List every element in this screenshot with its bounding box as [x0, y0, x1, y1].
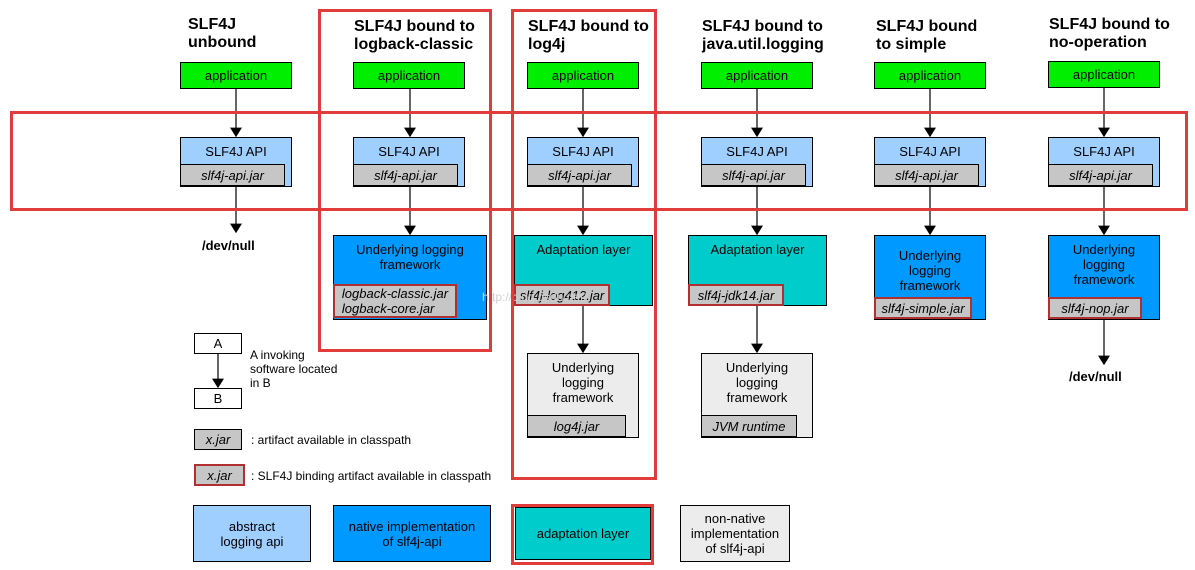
legend-native-impl: native implementation of slf4j-api	[333, 505, 491, 562]
legend-node-a: A	[194, 333, 242, 354]
legend-binding-text: : SLF4J binding artifact available in cl…	[251, 469, 492, 483]
slf4j-api-label: SLF4J API	[378, 144, 440, 159]
slf4j-api-label: SLF4J API	[552, 144, 614, 159]
underlying-logging-framework-label: Underlying logging framework	[1072, 242, 1136, 287]
legend-abstract-api: abstract logging api	[193, 505, 311, 562]
adaptation-layer-label: Adaptation layer	[536, 242, 631, 257]
slf4j-log412-jar-binding: slf4j-log412.jar	[514, 284, 610, 306]
column-title-nop: SLF4J bound to no-operation	[1049, 16, 1170, 51]
legend-non-native-impl: non-native implementation of slf4j-api	[680, 505, 790, 562]
highlight-frame-log4j-column	[511, 9, 657, 480]
slf4j-api-label: SLF4J API	[726, 144, 788, 159]
column-title-jul: SLF4J bound to java.util.logging	[702, 18, 824, 53]
legend-artifact-jar: x.jar	[194, 429, 242, 450]
logback-jar-binding: logback-classic.jar logback-core.jar	[333, 284, 457, 318]
highlight-frame-api-row	[10, 111, 1188, 211]
adaptation-layer-label: Adaptation layer	[710, 242, 805, 257]
slf4j-api-jar-5: slf4j-api.jar	[874, 164, 979, 186]
legend-artifact-text: : artifact available in classpath	[251, 433, 412, 447]
slf4j-jdk14-jar-binding: slf4j-jdk14.jar	[688, 284, 784, 306]
slf4j-api-label: SLF4J API	[899, 144, 961, 159]
application-box-5: application	[874, 62, 986, 89]
watermark-text: http://blog.csdn.net/	[482, 290, 587, 304]
slf4j-api-jar-1: slf4j-api.jar	[180, 164, 285, 186]
application-box-4: application	[701, 62, 813, 89]
legend-binding-jar: x.jar	[194, 464, 245, 486]
slf4j-api-jar-6: slf4j-api.jar	[1048, 164, 1153, 186]
legend-node-b: B	[194, 388, 242, 409]
slf4j-api-label: SLF4J API	[205, 144, 267, 159]
slf4j-api-jar-4: slf4j-api.jar	[701, 164, 806, 186]
highlight-frame-logback-column	[318, 9, 492, 352]
column-title-log4j: SLF4J bound to log4j	[528, 18, 649, 53]
application-box-2: application	[353, 62, 465, 89]
underlying-logging-framework-label: Underlying logging framework	[551, 360, 615, 405]
application-box-1: application	[180, 62, 292, 89]
column-title-simple: SLF4J bound to simple	[876, 18, 978, 53]
slf4j-api-label: SLF4J API	[1073, 144, 1135, 159]
application-box-6: application	[1048, 61, 1160, 88]
slf4j-api-jar-3: slf4j-api.jar	[527, 164, 632, 186]
slf4j-simple-jar-binding: slf4j-simple.jar	[874, 297, 972, 319]
slf4j-api-jar-2: slf4j-api.jar	[353, 164, 458, 186]
underlying-logging-framework-label: Underlying logging framework	[725, 360, 789, 405]
legend-adaptation-layer: adaptation layer	[515, 507, 651, 560]
dev-null-label-1: /dev/null	[202, 238, 255, 253]
application-box-3: application	[527, 62, 639, 89]
column-title-logback: SLF4J bound to logback-classic	[354, 18, 475, 53]
underlying-logging-framework-label: Underlying logging framework	[898, 248, 962, 293]
legend-invoke-text: A invoking software located in B	[250, 348, 338, 390]
jvm-runtime-jar: JVM runtime	[701, 415, 797, 437]
slf4j-nop-jar-binding: slf4j-nop.jar	[1048, 297, 1142, 319]
dev-null-label-6: /dev/null	[1069, 369, 1122, 384]
highlight-frame-legend-adaptation	[511, 504, 654, 565]
underlying-logging-framework-label: Underlying logging framework	[356, 242, 464, 272]
log4j-jar: log4j.jar	[527, 415, 626, 437]
column-title-unbound: SLF4J unbound	[188, 16, 257, 51]
